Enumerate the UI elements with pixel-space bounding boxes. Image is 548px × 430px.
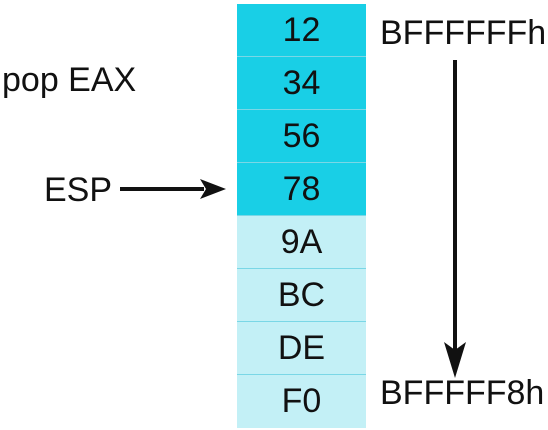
stack-cell: BC	[237, 269, 366, 322]
stack-cell-value: 12	[282, 10, 321, 49]
esp-pointer-arrow-icon	[120, 179, 226, 199]
stack-cell: 78	[237, 163, 366, 216]
top-address-label: BFFFFFFh	[380, 14, 547, 52]
stack-cell: DE	[237, 322, 366, 375]
stack-cell: 9A	[237, 216, 366, 269]
stack-cell-value: 78	[282, 169, 321, 208]
address-direction-arrow-icon	[444, 60, 466, 378]
stack-cell-value: 9A	[280, 222, 323, 261]
stack-cell: 12	[237, 4, 366, 57]
stack-cell: F0	[237, 375, 366, 428]
stack-cell-value: DE	[277, 328, 326, 367]
stack-cell-value: 56	[282, 116, 321, 155]
stack-cell-value: BC	[277, 275, 326, 314]
memory-stack: 12 34 56 78 9A BC DE F0	[237, 4, 366, 428]
instruction-label: pop EAX	[2, 61, 137, 99]
bottom-address-label: BFFFFF8h	[380, 374, 545, 412]
stack-cell: 34	[237, 57, 366, 110]
stack-cell-value: F0	[281, 382, 322, 420]
stack-cell: 56	[237, 110, 366, 163]
esp-label: ESP	[44, 171, 113, 209]
stack-cell-value: 34	[282, 63, 321, 102]
